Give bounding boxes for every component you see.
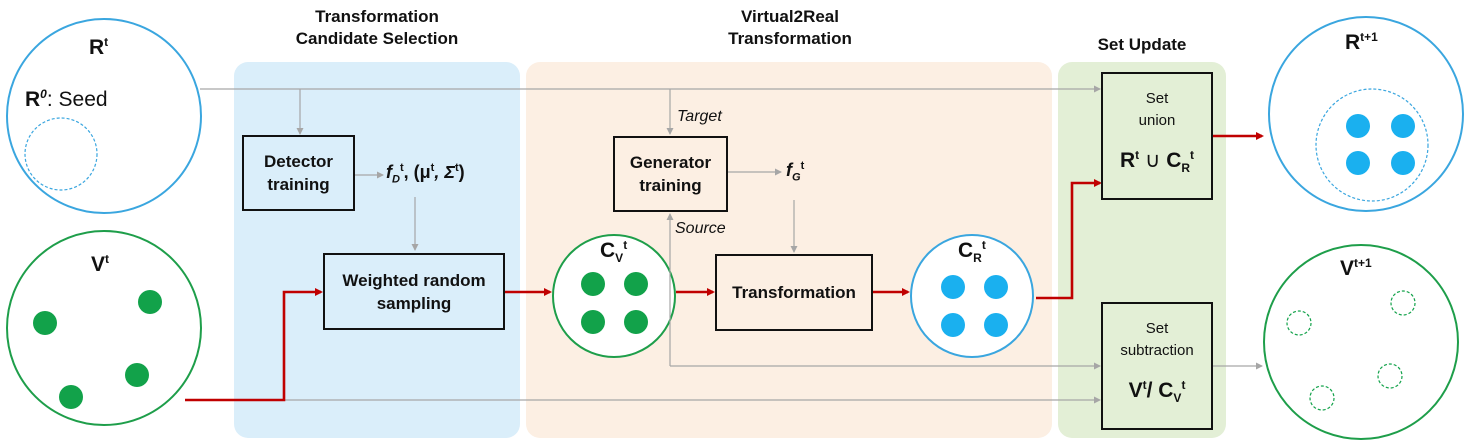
v-t-circle [6, 230, 202, 426]
real-sample-dot [1391, 151, 1415, 175]
seed-circle [24, 117, 98, 191]
set-union-box: Set union Rt ∪ CRt [1101, 72, 1213, 200]
candidate-selection-title: Transformation Candidate Selection [295, 7, 459, 48]
seed-label: R0: Seed [25, 87, 108, 111]
r-t1-label: Rt+1 [1345, 30, 1378, 54]
target-label: Target [677, 108, 722, 125]
removed-dot [1377, 363, 1403, 389]
virtual-sample-dot [138, 290, 162, 314]
virtual-sample-dot [59, 385, 83, 409]
generator-params-label: fGt [786, 160, 805, 184]
v-t1-circle [1263, 244, 1459, 440]
real-sample-dot [1391, 114, 1415, 138]
r-t-label: Rt [89, 35, 109, 59]
candidate-dot [624, 310, 648, 334]
removed-dot [1390, 290, 1416, 316]
v-t1-label: Vt+1 [1340, 256, 1372, 280]
virtual-sample-dot [125, 363, 149, 387]
removed-dot [1309, 385, 1335, 411]
real-sample-dot [1346, 114, 1370, 138]
r-t1-circle [1268, 16, 1464, 212]
v-t-label: Vt [91, 252, 110, 276]
main-flow-arrows [185, 132, 1264, 402]
union-expression: Rt ∪ CRt [1119, 148, 1195, 176]
auxiliary-arrows [185, 85, 1263, 404]
detector-params-label: fDt, (μt, Σt) [386, 162, 465, 186]
candidate-selection-panel [234, 62, 520, 438]
set-update-title: Set Update [1097, 35, 1187, 54]
r-t1-inner-circle [1315, 88, 1429, 202]
subtraction-expression: Vt/ CVt [1128, 378, 1186, 406]
real-sample-dot [1346, 151, 1370, 175]
candidate-dot [581, 272, 605, 296]
transformed-dot [984, 275, 1008, 299]
virtual2real-title: Virtual2Real Transformation [728, 7, 852, 48]
candidate-dot [581, 310, 605, 334]
c-v-label: CVt [600, 238, 628, 266]
c-r-label: CRt [958, 238, 986, 266]
candidate-dot [624, 272, 648, 296]
r-t-circle [6, 18, 202, 214]
transformed-dot [941, 313, 965, 337]
source-label: Source [675, 220, 726, 237]
virtual-sample-dot [33, 311, 57, 335]
transformation-box: Transformation [715, 254, 873, 331]
transformed-dot [941, 275, 965, 299]
removed-dot [1286, 310, 1312, 336]
transformed-dot [984, 313, 1008, 337]
set-subtraction-box: Set subtraction Vt/ CVt [1101, 302, 1213, 430]
